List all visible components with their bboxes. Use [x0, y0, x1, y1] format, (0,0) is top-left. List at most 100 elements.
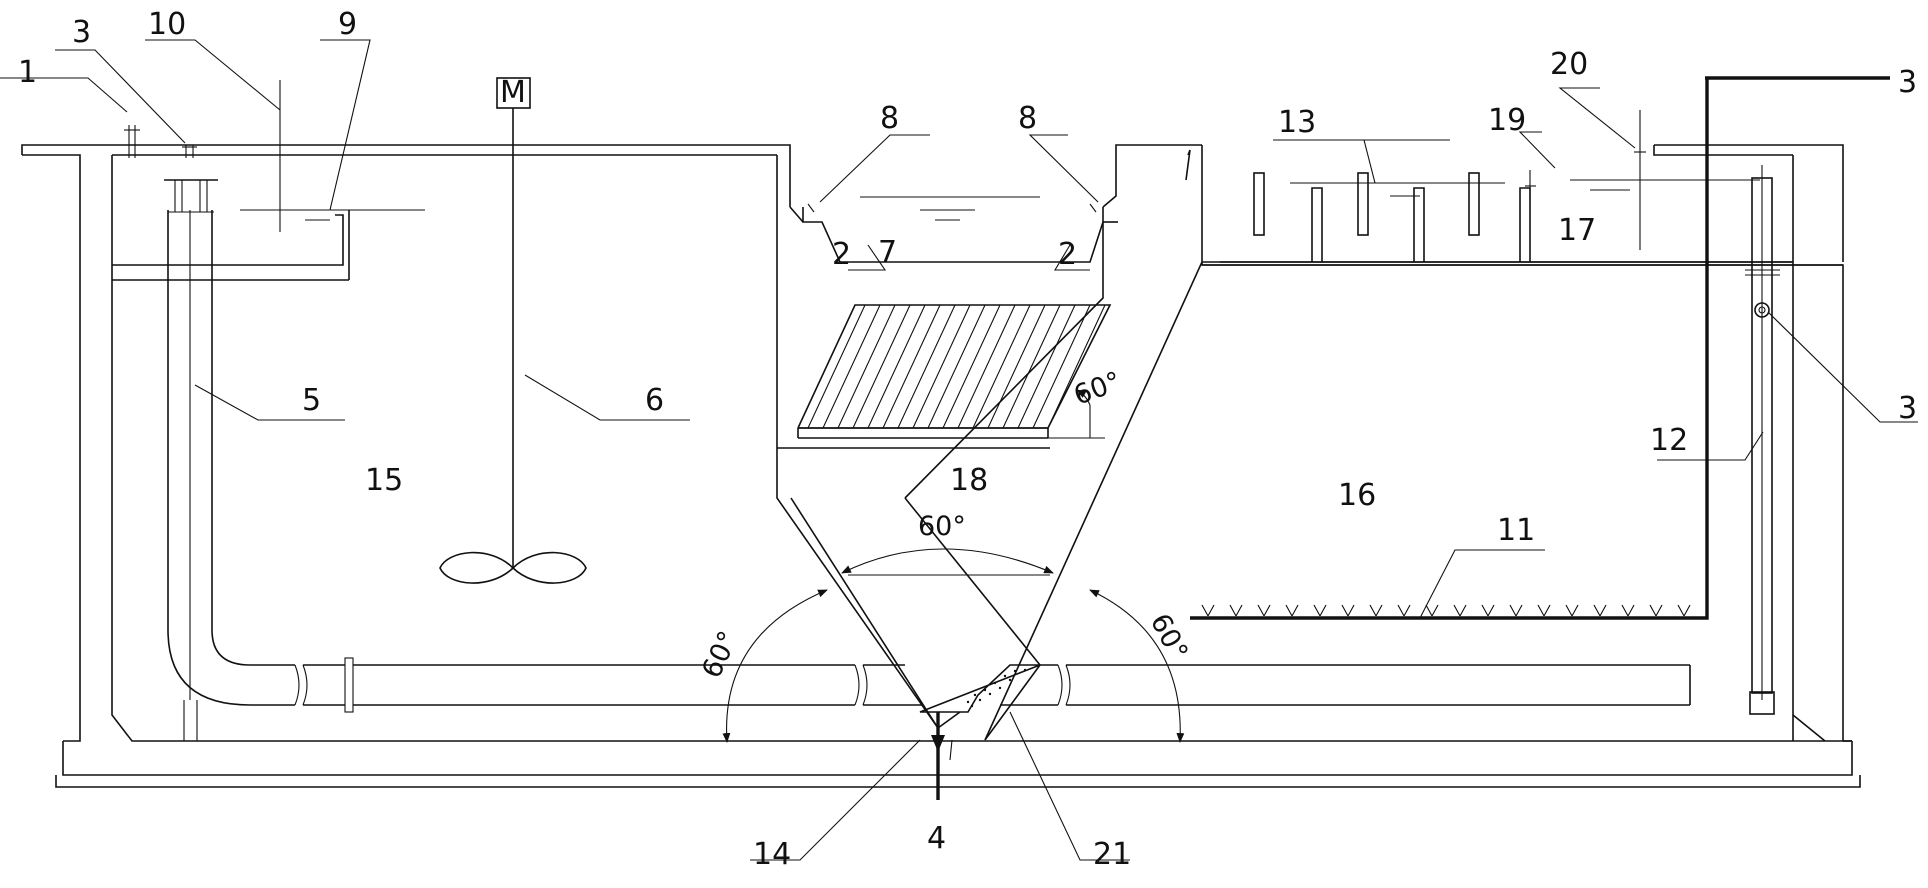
diffuser-mark: [1229, 604, 1237, 617]
inclined-plates: [797, 304, 1112, 439]
label-8-right: 8: [1018, 101, 1037, 136]
plate-line: [987, 304, 1046, 429]
grit-dot: [988, 692, 992, 696]
label-10: 10: [148, 7, 186, 42]
grit-dot: [1003, 674, 1007, 678]
diffuser-mark: [1207, 604, 1215, 617]
label-2-left: 2: [832, 237, 851, 272]
grit-fill: [966, 668, 1027, 708]
diffuser-mark: [1403, 604, 1411, 617]
plate-line: [912, 304, 971, 429]
grit-dot: [983, 688, 987, 692]
plate-line: [822, 304, 881, 429]
labels: 1 3 10 9 8 8 2 2 7 13 19 20 3 17 5 6 15 …: [18, 7, 1917, 872]
label-3-right-top: 3: [1898, 65, 1917, 100]
diffuser-mark: [1537, 604, 1545, 617]
diffuser-mark: [1459, 604, 1467, 617]
label-8-left: 8: [880, 101, 899, 136]
pipe-3-top: [182, 145, 197, 158]
diffuser-mark: [1375, 604, 1383, 617]
diffuser-mark: [1593, 604, 1601, 617]
plate-line: [1047, 304, 1106, 429]
plate-line: [807, 304, 866, 429]
plate-line: [1017, 304, 1076, 429]
diffuser-mark: [1571, 604, 1579, 617]
pipe-5: [164, 179, 1691, 741]
diffuser-mark: [1599, 604, 1607, 617]
label-13: 13: [1278, 105, 1316, 140]
diffuser-mark: [1509, 604, 1517, 617]
label-16: 16: [1338, 478, 1376, 513]
diffuser-mark: [1397, 604, 1405, 617]
diffuser-mark: [1481, 604, 1489, 617]
plate-line: [1032, 304, 1091, 429]
angle-label-right: 60°: [1144, 609, 1194, 666]
tank-walls: [21, 144, 1861, 788]
sludge-outlet: [919, 664, 1041, 800]
label-12: 12: [1650, 423, 1688, 458]
diffuser-mark: [1515, 604, 1523, 617]
plate-line: [897, 304, 956, 429]
plate-line: [852, 304, 911, 429]
mixer: [439, 77, 587, 584]
grit-dot: [970, 704, 974, 708]
plate-line: [927, 304, 986, 429]
angle-arcs: [722, 548, 1185, 743]
label-1: 1: [18, 55, 37, 90]
diffuser-mark: [1291, 604, 1299, 617]
motor-label: M: [500, 75, 526, 110]
grit-dot: [978, 698, 982, 702]
grit-dot: [973, 693, 977, 697]
plate-line: [1002, 304, 1061, 429]
settling-zone: [777, 196, 1118, 449]
diffuser-mark: [1319, 604, 1327, 617]
tube-12: [1745, 165, 1780, 715]
label-15: 15: [365, 463, 403, 498]
grit-dot: [966, 700, 970, 704]
diffuser-mark: [1347, 604, 1355, 617]
label-4: 4: [927, 821, 946, 856]
diffuser-mark: [1235, 604, 1243, 617]
inlet-trough: [112, 209, 425, 281]
aeration-pipe: [1190, 76, 1890, 620]
diffuser-mark: [1263, 604, 1271, 617]
label-2-right: 2: [1058, 237, 1077, 272]
diffuser-mark: [1425, 604, 1433, 617]
diffuser-mark: [1313, 604, 1321, 617]
diffuser-mark: [1431, 604, 1439, 617]
diffuser-mark: [1201, 604, 1209, 617]
grit-dot: [1023, 668, 1027, 672]
plate-line: [957, 304, 1016, 429]
plate-line: [972, 304, 1031, 429]
label-3-right: 3: [1898, 391, 1917, 426]
grit-dot: [1008, 678, 1012, 682]
plate-line: [942, 304, 1001, 429]
label-19: 19: [1488, 103, 1526, 138]
angle-labels: 60° 60° 60° 60°: [696, 366, 1193, 683]
diffuser-mark: [1543, 604, 1551, 617]
diffuser-mark: [1655, 604, 1663, 617]
label-17: 17: [1558, 213, 1596, 248]
label-18: 18: [950, 463, 988, 498]
diffuser-mark: [1565, 604, 1573, 617]
label-11: 11: [1497, 513, 1535, 548]
diffuser-mark: [1341, 604, 1349, 617]
label-6: 6: [645, 383, 664, 418]
grit-dot: [1013, 669, 1017, 673]
label-7: 7: [878, 235, 897, 270]
diffuser-mark: [1487, 604, 1495, 617]
label-5: 5: [302, 383, 321, 418]
label-20: 20: [1550, 47, 1588, 82]
plate-line: [882, 304, 941, 429]
leader-lines: [0, 39, 1918, 861]
angle-label-left: 60°: [696, 626, 744, 682]
label-9: 9: [338, 7, 357, 42]
angle-label-top: 60°: [918, 511, 966, 542]
diffuser-mark: [1683, 604, 1691, 617]
pipe-1: [124, 125, 140, 158]
diffuser-mark: [1453, 604, 1461, 617]
diffuser-mark: [1621, 604, 1629, 617]
label-21: 21: [1093, 837, 1131, 872]
diffuser-mark: [1369, 604, 1377, 617]
plate-line: [867, 304, 926, 429]
